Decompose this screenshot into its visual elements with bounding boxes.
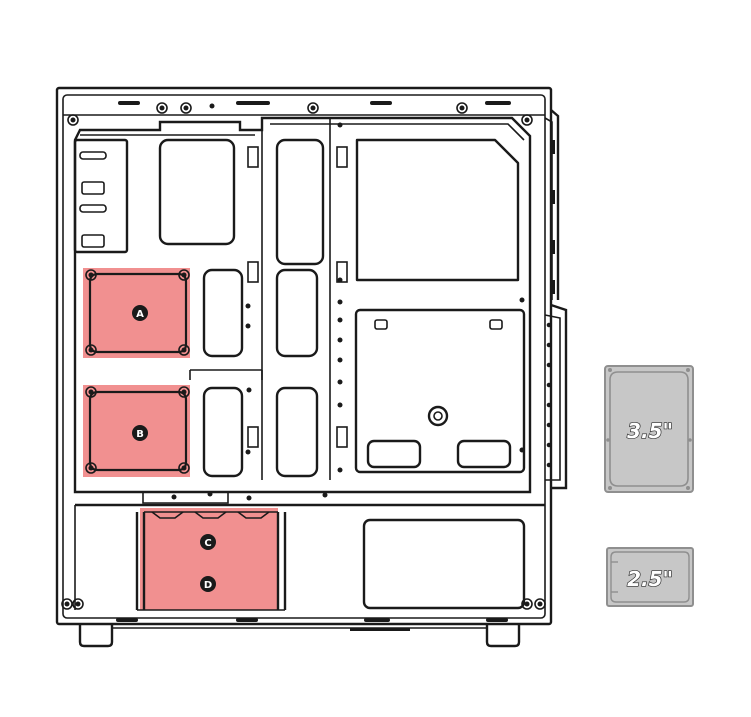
right-side-rail <box>544 109 568 490</box>
marker-c-label: C <box>204 538 211 549</box>
marker-b-label: B <box>136 429 144 440</box>
drive-cage: C D <box>135 508 287 611</box>
screw-row-top <box>67 102 533 126</box>
mount-c: C <box>200 534 216 550</box>
cpu-cutout <box>354 308 526 474</box>
ssd-2.5-icon: 2.5" <box>606 547 694 607</box>
marker-d <box>200 576 216 592</box>
marker-c <box>200 534 216 550</box>
marker-b <box>132 425 148 441</box>
marker-a <box>132 305 148 321</box>
marker-a-label: A <box>136 309 144 320</box>
ssd-2.5-label: 2.5" <box>627 567 673 591</box>
screw-row-bottom <box>61 598 546 622</box>
standoff-holes <box>171 122 525 501</box>
case-chassis <box>55 86 568 648</box>
rear-io-vents <box>73 138 129 254</box>
mount-d: D <box>200 576 216 592</box>
hdd-3.5-label: 3.5" <box>627 419 673 443</box>
marker-d-label: D <box>204 580 212 591</box>
mount-a: A <box>83 268 190 358</box>
psu-shroud <box>74 492 545 610</box>
mount-b: B <box>83 385 190 477</box>
case-feet <box>78 624 521 648</box>
hdd-3.5-icon: 3.5" <box>604 365 694 493</box>
